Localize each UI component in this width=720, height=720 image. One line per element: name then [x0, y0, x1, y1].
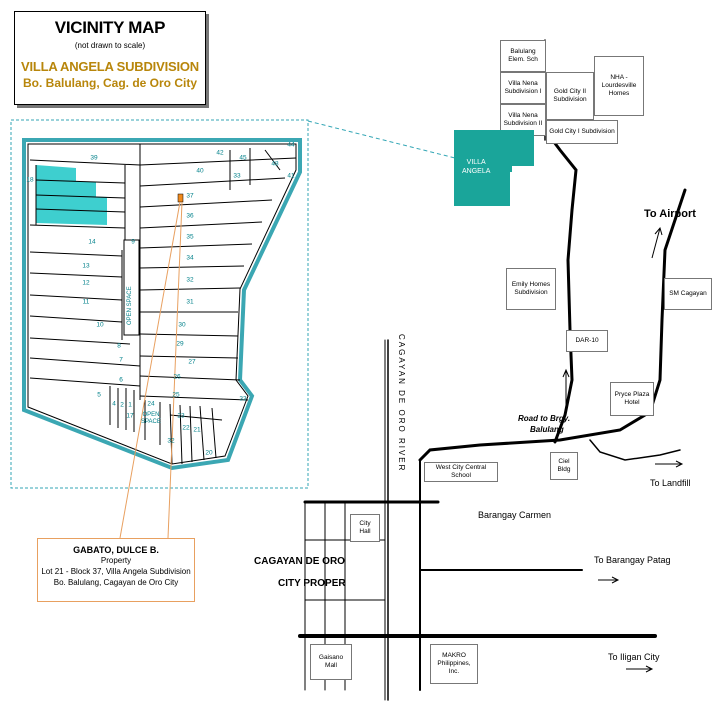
- villa-nena-1-box: Villa Nena Subdivision I: [500, 72, 546, 104]
- lot-1: 1: [128, 401, 132, 409]
- teal-lot-2: [36, 180, 96, 197]
- road-balulang-label-2: Balulang: [530, 425, 564, 434]
- open-space-label-1: OPEN SPACE: [127, 286, 133, 325]
- lot-22: 22: [182, 424, 190, 432]
- lot-34: 34: [186, 254, 194, 262]
- road-balulang-label-1: Road to Brgy.: [518, 414, 571, 423]
- map-title: VICINITY MAP: [54, 18, 166, 37]
- open-space-label-2: OPEN SPACE: [141, 412, 161, 426]
- lot-35: 35: [186, 233, 194, 241]
- lot-26: 26: [173, 373, 181, 381]
- map-title-block: VICINITY MAP (not drawn to scale) VILLA …: [14, 11, 206, 105]
- lot-5: 5: [97, 391, 101, 399]
- lot-17: 17: [126, 412, 134, 420]
- lot-18: 18: [26, 176, 34, 184]
- gaisano-mall-box: Gaisano Mall: [310, 644, 352, 680]
- lot-36: 36: [186, 212, 194, 220]
- teal-lot-1: [36, 165, 76, 182]
- villa-angela-block-extension: [508, 130, 534, 166]
- villa-angela-block-join: [500, 132, 512, 172]
- to-landfill-label: To Landfill: [650, 478, 691, 488]
- lot-7: 7: [119, 356, 123, 364]
- makro-box: MAKRO Philippines, Inc.: [430, 644, 478, 684]
- city-proper-label-1: CAGAYAN DE ORO: [254, 556, 345, 567]
- lot-33-top: 33: [233, 172, 241, 180]
- to-airport-label: To Airport: [644, 208, 696, 220]
- lot-33-edge: 33: [239, 395, 247, 403]
- nha-lourdesville-box: NHA - Lourdesville Homes: [594, 56, 644, 116]
- owner-lot-line: Lot 21 - Block 37, Villa Angela Subdivis…: [41, 566, 191, 576]
- leader-line-2: [167, 201, 183, 539]
- balulang-school-box: Balulang Elem. Sch: [500, 40, 546, 72]
- to-iligan-label: To Iligan City: [608, 652, 660, 662]
- marked-lot: [177, 193, 184, 203]
- gold-city-1-box: Gold City I Subdivision: [546, 120, 618, 144]
- lot-21: 21: [193, 426, 201, 434]
- owner-property-label: Property: [100, 556, 132, 566]
- lot-9: 9: [131, 238, 135, 246]
- arrows: [562, 226, 684, 673]
- gold-city-2-box: Gold City II Subdivision: [546, 72, 594, 120]
- inset-frame: [10, 119, 309, 489]
- west-city-school-box: West City Central School: [424, 462, 498, 482]
- city-proper-label-2: CITY PROPER: [278, 578, 346, 589]
- owner-address-line: Bo. Balulang, Cagayan de Oro City: [53, 577, 179, 587]
- bottom-lot-lines: [109, 386, 223, 465]
- lot-23: 23: [177, 412, 185, 420]
- lot-41: 41: [287, 172, 295, 180]
- owner-name: GABATO, DULCE B.: [73, 545, 159, 555]
- lot-12: 12: [82, 279, 90, 287]
- lot-42: 42: [216, 149, 224, 157]
- ciel-bldg-box: Ciel Bldg: [550, 452, 578, 480]
- inset-connector: [307, 120, 456, 159]
- lot-6: 6: [119, 376, 123, 384]
- lot-39: 39: [90, 154, 98, 162]
- lot-20: 20: [205, 449, 213, 457]
- barangay-carmen-label: Barangay Carmen: [478, 510, 552, 520]
- to-patag-label: To Barangay Patag: [594, 555, 671, 565]
- lot-11: 11: [82, 298, 90, 306]
- lot-10: 10: [96, 321, 104, 329]
- lot-25: 25: [172, 391, 180, 399]
- lot-29: 29: [176, 340, 184, 348]
- lot-37: 37: [186, 192, 194, 200]
- lot-24: 24: [147, 400, 155, 408]
- lot-8: 8: [117, 342, 121, 350]
- emily-homes-box: Emily Homes Subdivision: [506, 268, 556, 310]
- owner-info-box: GABATO, DULCE B. Property Lot 21 - Block…: [37, 538, 195, 602]
- lot-14: 14: [88, 238, 96, 246]
- location-name: Bo. Balulang, Cag. de Oro City: [22, 76, 198, 90]
- lot-30: 30: [178, 321, 186, 329]
- subdivision-name: VILLA ANGELA SUBDIVISION: [21, 59, 199, 74]
- scale-note: (not drawn to scale): [74, 41, 146, 50]
- lot-40: 40: [196, 167, 204, 175]
- lot-48: 48: [271, 160, 279, 168]
- lot-44: 44: [287, 141, 295, 149]
- villa-angela-label: VILLA ANGELA: [462, 159, 491, 176]
- teal-lot-4: [36, 209, 107, 225]
- lot-32: 32: [186, 276, 194, 284]
- lot-2: 2: [120, 401, 124, 409]
- lot-4: 4: [112, 400, 116, 408]
- lot-27: 27: [188, 358, 196, 366]
- dar10-box: DAR-10: [566, 330, 608, 352]
- lot-32-bottom: 32: [167, 437, 175, 445]
- lot-13: 13: [82, 262, 90, 270]
- sm-cagayan-box: SM Cagayan: [664, 278, 712, 310]
- lot-45: 45: [239, 154, 247, 162]
- left-block-lines: [29, 159, 141, 400]
- river-label: CAGAYAN DE ORO RIVER: [397, 334, 406, 473]
- city-hall-box: City Hall: [350, 514, 380, 542]
- leader-line-1: [119, 201, 181, 539]
- open-space-area: [123, 239, 140, 336]
- lot-31: 31: [186, 298, 194, 306]
- right-block-lines: [139, 144, 297, 401]
- pryce-plaza-box: Pryce Plaza Hotel: [610, 382, 654, 416]
- teal-lot-3: [36, 195, 107, 211]
- roads: [298, 39, 687, 701]
